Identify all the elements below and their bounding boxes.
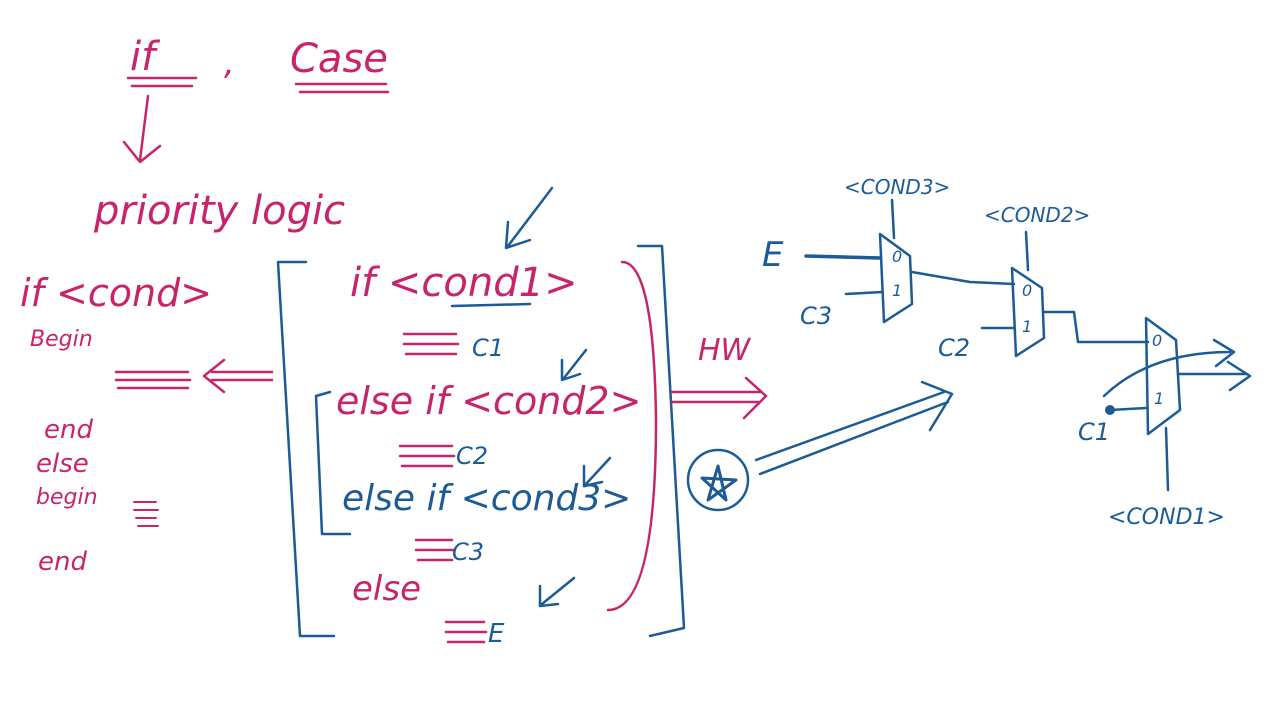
center-out-4: E	[488, 619, 505, 649]
center-code-block: if <cond1> C1 else if <cond2> C2 else if…	[276, 186, 686, 649]
left-equiv-1	[114, 370, 192, 390]
title-if-underline	[126, 76, 198, 88]
star-badge	[686, 448, 750, 512]
hw-label: HW	[698, 333, 752, 368]
mux1-label: <COND1>	[1108, 505, 1225, 530]
mux2-body	[1010, 266, 1046, 358]
center-out-2: C2	[456, 442, 488, 470]
cond2-pointer-arrow	[560, 348, 588, 382]
center-line-1: if <cond1>	[350, 260, 578, 306]
input-c2: C2	[938, 334, 970, 362]
center-pink-bracket	[606, 260, 658, 612]
wire-mux2-out	[1042, 310, 1150, 344]
out4-equiv	[444, 620, 488, 644]
wire-c3	[844, 290, 884, 296]
down-arrow	[122, 94, 162, 164]
left-else: else	[36, 449, 89, 479]
cond1-pointer-arrow	[504, 186, 554, 250]
left-equiv-2	[133, 501, 159, 527]
wire-e	[804, 254, 882, 260]
center-right-bracket	[636, 244, 686, 638]
mux1-body	[1144, 316, 1182, 436]
title-case-underline	[294, 82, 390, 94]
input-c3: C3	[800, 302, 832, 330]
center-out-1: C1	[472, 334, 504, 362]
title-if: if	[130, 34, 161, 80]
wire-mux3-out	[910, 270, 1016, 286]
cond3-pointer-arrow	[582, 456, 612, 488]
star-icon	[700, 464, 738, 502]
center-inner-bracket	[314, 390, 352, 536]
left-arrow	[202, 358, 274, 394]
mux3-select-line	[890, 198, 896, 240]
center-left-bracket	[276, 260, 336, 638]
priority-logic-label: priority logic	[93, 188, 345, 234]
input-c1: C1	[1078, 418, 1110, 446]
left-end-2: end	[38, 547, 87, 577]
out3-equiv	[414, 538, 456, 562]
center-out-3: C3	[452, 538, 484, 566]
center-line-3: else if <cond3>	[342, 478, 631, 519]
star-arrow	[754, 380, 954, 476]
mux3-label: <COND3>	[844, 175, 950, 199]
left-if-cond: if <cond>	[20, 271, 212, 315]
title-case: Case	[290, 36, 388, 82]
mux2-sel0: 0	[1022, 281, 1032, 300]
star-circle	[686, 448, 750, 512]
left-code-block: if <cond> Begin end else begin end	[20, 271, 274, 577]
mux3-sel1: 1	[892, 281, 902, 300]
mux1-sel0: 0	[1152, 331, 1162, 350]
mux2-label: <COND2>	[984, 203, 1090, 227]
mux1-output-arrow	[1176, 360, 1252, 392]
cond1-underline	[450, 302, 532, 308]
title-separator: ,	[224, 43, 235, 83]
left-begin-2: begin	[36, 485, 98, 510]
mux1-select-line	[1164, 426, 1170, 492]
else-pointer-arrow	[538, 576, 576, 608]
mux1-curve-arrow	[1102, 338, 1236, 398]
out2-equiv	[398, 444, 456, 468]
input-e: E	[762, 235, 784, 275]
title-group: if , Case	[126, 34, 390, 94]
center-line-2: else if <cond2>	[336, 379, 641, 423]
center-line-4: else	[352, 569, 421, 609]
hw-arrow	[670, 376, 768, 420]
out1-equiv	[402, 332, 460, 356]
circuit: <COND3> 0 1 E C3 <COND2> 0 1 C2 0 1 C1 <…	[762, 175, 1252, 530]
mux2-sel1: 1	[1022, 317, 1032, 336]
left-end-1: end	[44, 415, 93, 445]
wire-c1	[1108, 406, 1148, 412]
left-begin: Begin	[30, 327, 93, 352]
mux1-sel1: 1	[1154, 389, 1164, 408]
mux2-select-line	[1024, 230, 1030, 272]
mux3-sel0: 0	[892, 247, 902, 266]
